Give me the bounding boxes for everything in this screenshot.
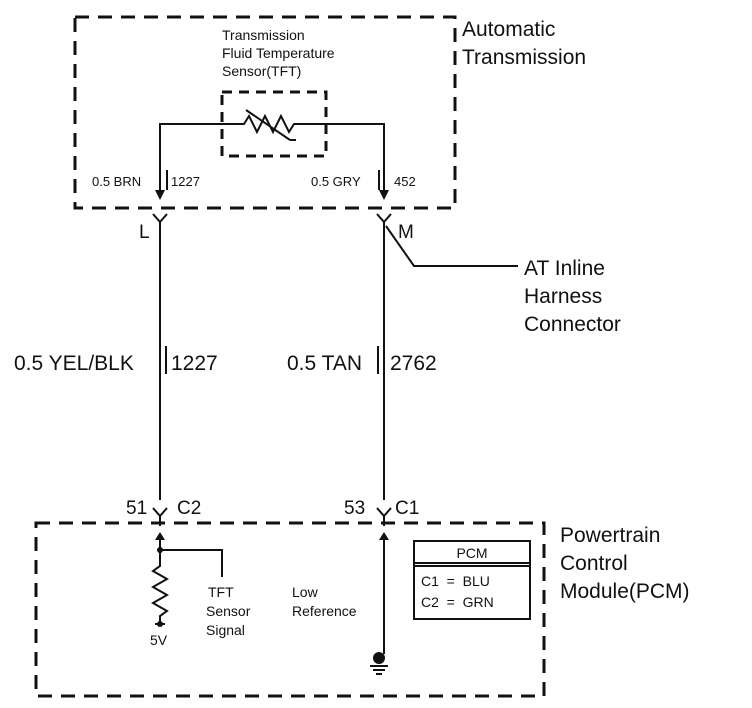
inline-connector-left [152,213,168,230]
pcm-title-line2: Control [560,552,628,575]
signal-arrow-up [155,532,165,540]
brn-wire-circuit: 1227 [171,174,200,189]
inline-connector-right [376,213,392,230]
connector-name-line2: Harness [524,285,602,308]
pcm-connector-c2: C2 [177,498,201,519]
pcm-pin-53: 53 [344,498,365,519]
gry-arrow [379,190,389,200]
low-reference-line1: Low [292,584,319,600]
legend-title: PCM [456,545,487,561]
connector-pin-m: M [398,222,414,243]
ground-node [373,652,385,664]
connector-leader [385,225,518,267]
brn-wire [159,123,232,192]
transmission-title-line2: Transmission [462,46,586,69]
brn-wire-label: 0.5 BRN [92,174,141,189]
signal-tap-line [160,549,223,577]
thermistor-symbol [232,109,320,141]
pcm-connector-legend: PCM C1 = BLU C2 = GRN [413,540,531,620]
ground-icon [370,665,388,675]
legend-row-c2: C2 = GRN [421,594,494,610]
gry-wire-circuit: 452 [394,174,416,189]
transmission-box [73,15,457,210]
pcm-pin-51: 51 [126,498,147,519]
low-reference-line2: Reference [292,603,357,619]
sensor-label-line2: Fluid Temperature [222,45,335,61]
tft-signal-line1: TFT [208,584,234,600]
sensor-label-line1: Transmission [222,27,305,43]
ref-arrow-up [379,532,389,540]
pcm-title-line3: Module(PCM) [560,580,690,603]
pcm-connector-c1: C1 [395,498,419,519]
connector-pin-l: L [139,222,150,243]
sensor-label-line3: Sensor(TFT) [222,63,301,79]
connector-name-line3: Connector [524,313,621,336]
pullup-resistor [150,560,170,622]
yel-blk-wire-circuit: 1227 [171,352,218,375]
pcm-title-line1: Powertrain [560,524,660,547]
pcm-box [34,521,546,698]
connector-name-line1: AT Inline [524,257,605,280]
brn-arrow [155,190,165,200]
tan-wire-label: 0.5 TAN [287,352,362,375]
transmission-title-line1: Automatic [462,18,555,41]
supply-voltage-label: 5V [150,632,168,648]
tft-signal-line3: Signal [206,622,245,638]
gry-wire-label: 0.5 GRY [311,174,361,189]
gry-wire [320,123,385,192]
tft-signal-line2: Sensor [206,603,251,619]
legend-row-c1: C1 = BLU [421,573,490,589]
tan-wire-circuit: 2762 [390,352,437,375]
yel-blk-wire-label: 0.5 YEL/BLK [14,352,134,375]
